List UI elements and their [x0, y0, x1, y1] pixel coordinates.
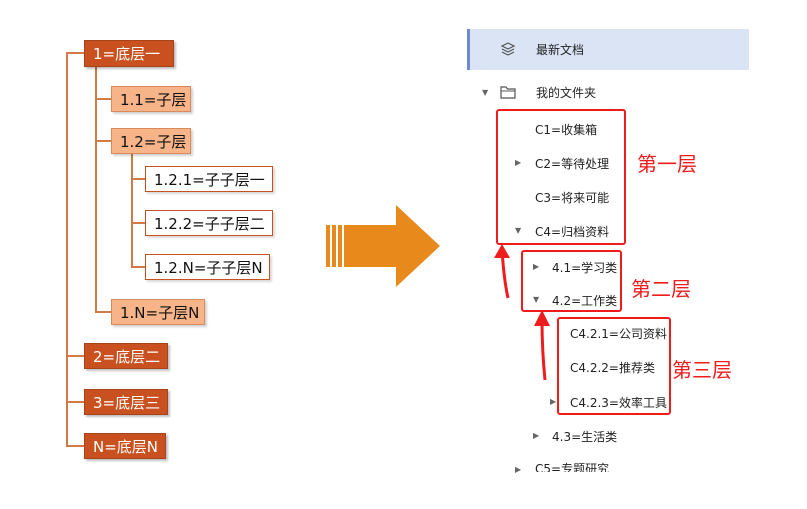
- tree-item-layer3[interactable]: C4.2.3=效率工具: [570, 395, 667, 410]
- node-level2: 1.N=子层N: [111, 299, 205, 325]
- node-level1: 2=底层二: [84, 343, 168, 369]
- nav-item-label: 我的文件夹: [536, 85, 597, 100]
- tree-item-layer1[interactable]: C1=收集箱: [535, 122, 598, 137]
- connector: [66, 52, 84, 54]
- connector: [66, 401, 84, 403]
- layer2-label: 第二层: [631, 277, 691, 301]
- node-level3: 1.2.N=子子层N: [145, 254, 270, 280]
- connector: [95, 67, 97, 312]
- chevron-down-icon[interactable]: ▼: [533, 295, 540, 304]
- layer2-highlight-box: [521, 250, 622, 312]
- tree-item-layer1[interactable]: C3=将来可能: [535, 190, 610, 205]
- node-level3: 1.2.2=子子层二: [145, 210, 273, 236]
- node-level3: 1.2.1=子子层一: [145, 166, 273, 192]
- connector: [66, 445, 84, 447]
- node-level1: 3=底层三: [84, 389, 168, 415]
- tree-item-layer2[interactable]: 4.1=学习类: [552, 260, 618, 275]
- connector: [95, 140, 111, 142]
- tree-item-layer3[interactable]: C4.2.2=推荐类: [570, 360, 655, 375]
- chevron-down-icon[interactable]: ▼: [515, 226, 522, 235]
- tree-item-layer1[interactable]: C4=归档资料: [535, 224, 610, 239]
- connector: [131, 154, 133, 268]
- tree-item-layer1[interactable]: C2=等待处理: [535, 156, 610, 171]
- tree-item-layer3[interactable]: C4.2.1=公司资料: [570, 326, 667, 341]
- chevron-right-icon[interactable]: ▶: [533, 431, 540, 440]
- transform-arrow: [326, 205, 440, 287]
- layer1-label: 第一层: [637, 152, 697, 176]
- connector: [66, 52, 68, 446]
- nav-item-folder[interactable]: 我的文件夹: [500, 81, 596, 103]
- connector: [66, 355, 84, 357]
- tree-item-layer1[interactable]: C5=专题研究: [535, 462, 610, 472]
- layer3-highlight-box: [557, 317, 671, 415]
- folder-icon: [500, 86, 516, 99]
- pointer-arrow-layer2: [540, 319, 547, 381]
- node-level2: 1.1=子层: [111, 86, 191, 112]
- node-level2: 1.2=子层: [111, 128, 191, 154]
- connector: [95, 311, 111, 313]
- connector: [131, 222, 145, 224]
- layers-icon: [500, 42, 516, 56]
- node-level1: 1=底层一: [84, 40, 174, 67]
- chevron-right-icon[interactable]: ▶: [515, 465, 522, 474]
- node-level1: N=底层N: [84, 433, 166, 459]
- chevron-right-icon[interactable]: ▶: [550, 397, 557, 406]
- layer-pointer-arrows: [494, 244, 550, 381]
- chevron-right-icon[interactable]: ▶: [515, 158, 522, 167]
- tree-item-layer2[interactable]: 4.3=生活类: [552, 429, 618, 444]
- nav-item-recent[interactable]: 最新文档: [500, 37, 584, 61]
- tree-item-layer2[interactable]: 4.2=工作类: [552, 293, 618, 308]
- chevron-down-icon[interactable]: ▼: [482, 88, 489, 97]
- connector: [131, 266, 145, 268]
- chevron-right-icon[interactable]: ▶: [533, 262, 540, 271]
- layer1-highlight-box: [496, 109, 626, 245]
- connector: [95, 98, 111, 100]
- layer3-label: 第三层: [672, 358, 732, 382]
- connector: [131, 178, 145, 180]
- nav-item-label: 最新文档: [536, 42, 585, 57]
